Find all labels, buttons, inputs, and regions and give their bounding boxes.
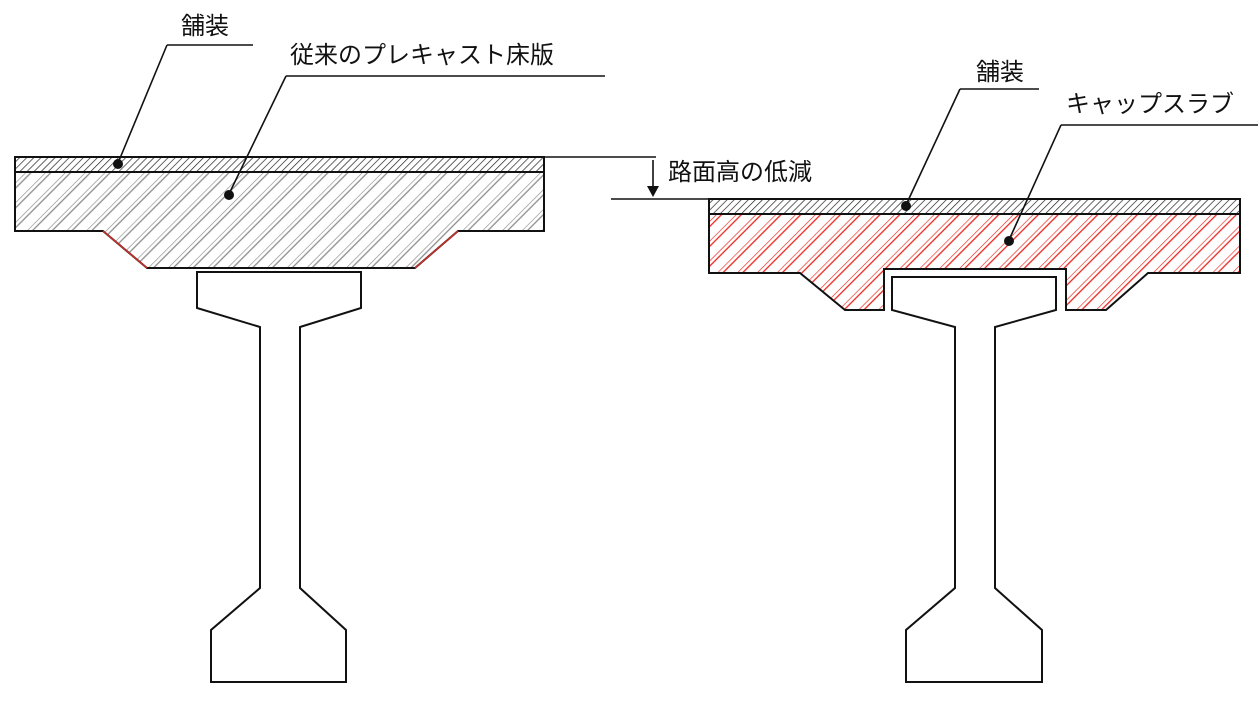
left-paving-leader xyxy=(117,44,168,164)
left-haunch-edge xyxy=(102,230,148,269)
left-deck-label: 従来のプレキャスト床版 xyxy=(290,41,554,69)
right-paving-leader-dot xyxy=(901,201,911,211)
cap-slab xyxy=(708,213,1241,311)
left-i-girder xyxy=(196,271,362,683)
conventional-section xyxy=(14,156,545,683)
right-slab-leader-dot xyxy=(1004,236,1014,246)
left-deck-leader xyxy=(228,75,287,195)
conventional-precast-deck xyxy=(14,171,545,269)
left-haunch-edge-right xyxy=(414,230,459,269)
left-paving-label: 舗装 xyxy=(181,12,229,40)
right-leaders: 舗装 キャップスラブ xyxy=(901,58,1258,246)
right-paving-label: 舗装 xyxy=(976,58,1024,86)
cap-slab-section xyxy=(708,198,1241,683)
right-i-girder xyxy=(891,276,1057,683)
right-paving-leader xyxy=(905,88,961,206)
right-paving-layer xyxy=(708,198,1241,215)
height-reduction-label: 路面高の低減 xyxy=(668,158,812,186)
height-reduction-indicator: 路面高の低減 xyxy=(544,156,812,200)
reduction-arrow-head xyxy=(647,186,659,197)
left-paving-layer xyxy=(14,156,545,173)
left-leaders: 舗装 従来のプレキャスト床版 xyxy=(113,12,605,200)
left-paving-leader-dot xyxy=(113,159,123,169)
left-deck-leader-dot xyxy=(224,190,234,200)
right-slab-label: キャップスラブ xyxy=(1066,90,1234,118)
right-slab-leader xyxy=(1008,124,1062,241)
